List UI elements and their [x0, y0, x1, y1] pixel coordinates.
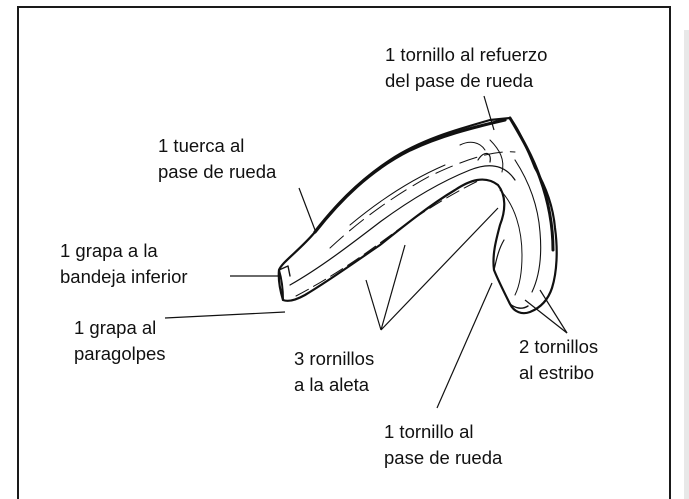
leader-tornillo-refuerzo — [483, 95, 495, 131]
liner-contour-4 — [349, 164, 446, 226]
liner-contour-5 — [514, 159, 542, 293]
label-tornillo-refuerzo: 1 tornillo al refuerzo del pase de rueda — [385, 44, 548, 91]
leader-grapa-paragolpes — [164, 311, 286, 319]
liner-contour-2 — [295, 179, 481, 297]
label-tuerca-pase: 1 tuerca al pase de rueda — [158, 135, 277, 182]
liner-right-edge — [508, 116, 555, 252]
leader-tornillos-estribo-1 — [524, 299, 568, 334]
liner-contour-6 — [499, 189, 523, 296]
liner-outline — [277, 116, 558, 315]
label-grapa-paragolpes: 1 grapa al paragolpes — [74, 317, 166, 364]
label-rornillos-aleta: 3 rornillos a la aleta — [294, 348, 375, 395]
liner-detail-curl-2 — [459, 141, 486, 151]
leader-tornillos-estribo-2 — [539, 289, 568, 334]
liner-contour-7 — [489, 139, 504, 173]
liner-front-notch — [278, 265, 291, 277]
liner-foot — [509, 303, 529, 309]
liner-inner-flange — [493, 239, 505, 271]
diagram-frame — [17, 6, 671, 499]
label-tornillo-pase: 1 tornillo al pase de rueda — [384, 421, 503, 468]
label-tornillos-estribo: 2 tornillos al estribo — [519, 336, 599, 383]
page-edge-shadow — [684, 30, 689, 499]
leader-rornillos-2 — [380, 244, 406, 331]
leader-tuerca-pase — [298, 187, 316, 231]
leader-tornillo-pase — [436, 282, 493, 409]
liner-detail-curl — [477, 152, 491, 163]
liner-front-face — [278, 269, 284, 301]
label-grapa-bandeja: 1 grapa a la bandeja inferior — [60, 240, 188, 287]
liner-top-edge — [313, 118, 507, 234]
leader-rornillos-1 — [365, 279, 382, 331]
liner-contour-1 — [289, 165, 516, 286]
leader-rornillos-3 — [380, 207, 499, 331]
